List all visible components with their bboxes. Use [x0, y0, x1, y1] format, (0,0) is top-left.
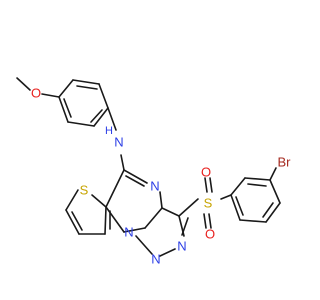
nitrogen-ring-label: N	[150, 179, 159, 194]
nitrogen-triazole-2-label: N	[151, 252, 160, 267]
nitrogen-amine-label: N	[114, 135, 123, 150]
bond-s-o-bottom	[208, 213, 212, 229]
bond-s-o-top	[209, 177, 213, 193]
bond-nh-c	[120, 154, 125, 171]
sulfonyl-o-top-label: O	[201, 165, 211, 180]
oxygen-methoxy-label: O	[31, 86, 41, 101]
sulfonyl-s-label: S	[204, 196, 213, 211]
bromophenyl-ring	[230, 177, 281, 223]
hydrogen-amine-label: H	[105, 125, 113, 137]
structure-canvas: O N H S N N N N S O O Br	[16, 77, 292, 267]
bond-s-o-bottom-b	[203, 213, 207, 229]
pyrimidine-ring	[105, 169, 163, 233]
nitrogen-triazole-1-label: N	[124, 225, 133, 240]
sulfonyl-o-bottom-label: O	[205, 227, 215, 242]
bromine-label: Br	[278, 155, 292, 170]
molecule-diagram: O N H S N N N N S O O Br	[16, 77, 292, 267]
bond-o-ring	[41, 93, 60, 98]
bond-methyl-o	[16, 77, 31, 91]
bond-s-o-top-b	[204, 177, 208, 193]
thiophene-ring	[65, 189, 111, 235]
triazole-ring	[135, 207, 189, 257]
sulfur-thiophene-label: S	[80, 183, 89, 198]
bond-triazole-s	[178, 198, 199, 217]
bond-ring-nh	[107, 107, 117, 131]
nitrogen-triazole-3-label: N	[177, 239, 186, 254]
methoxyphenyl-ring	[58, 79, 109, 127]
bond-s-ring	[220, 194, 232, 200]
bond-ring-br	[269, 167, 277, 181]
